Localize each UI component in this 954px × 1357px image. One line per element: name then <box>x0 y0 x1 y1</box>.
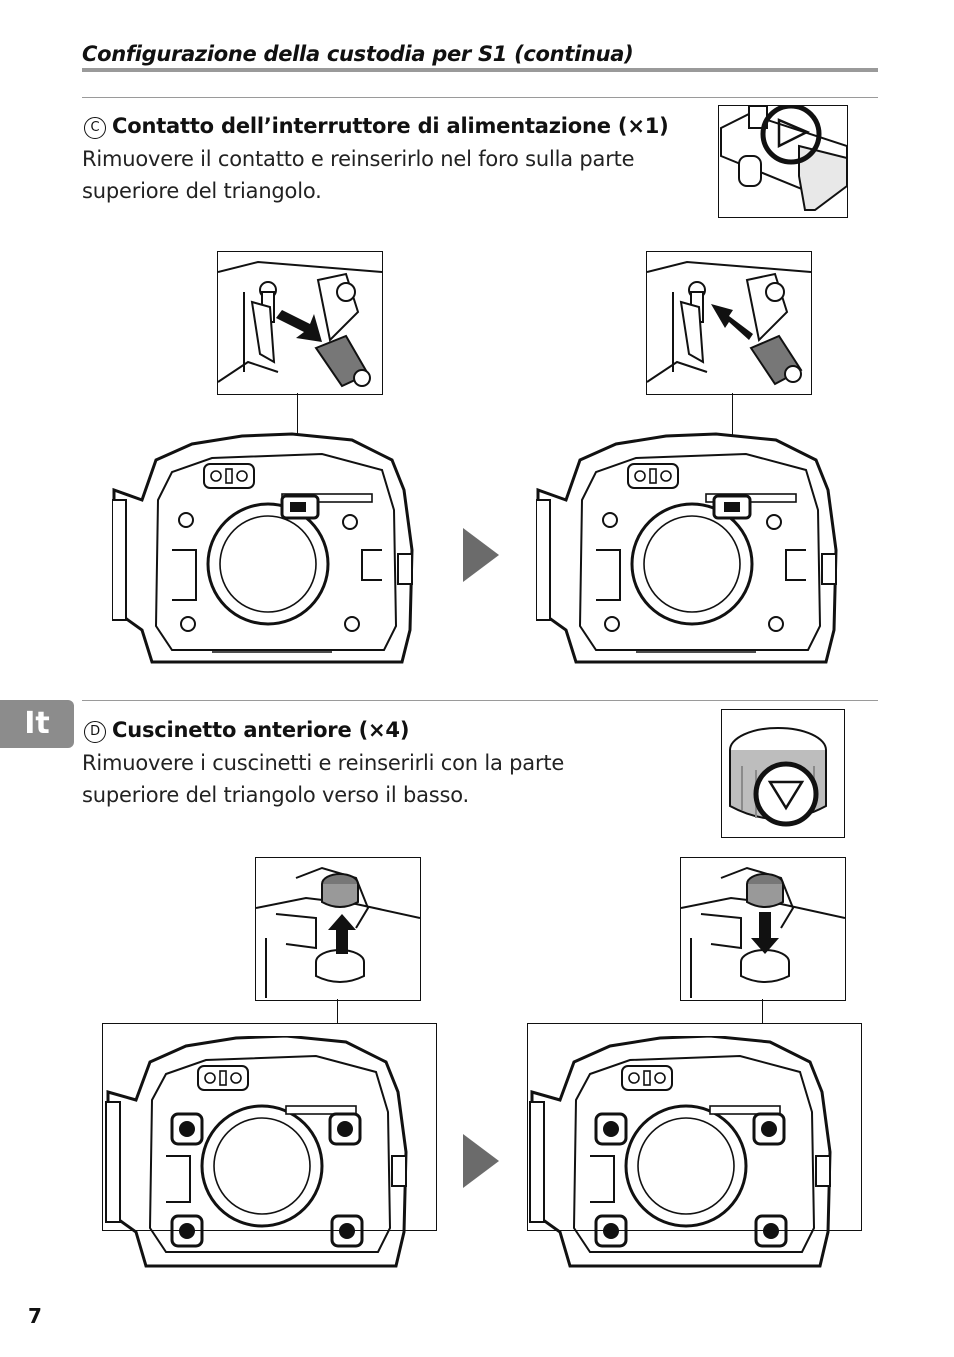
language-tab: It <box>0 700 74 748</box>
section-c-body-line2: superiore del triangolo. <box>82 179 322 203</box>
section-d-marker-icon: D <box>84 721 106 743</box>
section-c-title-text: Contatto dell’interruttore di alimentazi… <box>112 114 669 138</box>
housing-front-after <box>535 430 852 670</box>
page-header-title: Configurazione della custodia per S1 (co… <box>82 42 634 66</box>
section-c-body-line1: Rimuovere il contatto e reinserirlo nel … <box>82 147 635 171</box>
cushion-highlight-frame <box>102 1023 437 1231</box>
cushion-reinsert-zoom <box>680 857 846 1001</box>
cushion-removal-zoom <box>255 857 421 1001</box>
housing-cushions-before <box>96 1034 436 1272</box>
section-d-title-text: Cuscinetto anteriore (×4) <box>112 718 410 742</box>
section-d-body: Rimuovere i cuscinetti e reinserirli con… <box>82 747 564 811</box>
section-d-title: D Cuscinetto anteriore (×4) <box>84 718 409 743</box>
housing-cushions-after <box>520 1034 860 1272</box>
section-divider <box>82 700 878 701</box>
section-c-body: Rimuovere il contatto e reinserirlo nel … <box>82 143 635 207</box>
header-rule <box>82 68 878 72</box>
contact-removal-zoom <box>217 251 383 395</box>
step-arrow-icon <box>463 1134 499 1192</box>
section-d-body-line1: Rimuovere i cuscinetti e reinserirli con… <box>82 751 565 775</box>
contact-reinsert-zoom <box>646 251 812 395</box>
section-divider-top <box>82 97 878 98</box>
cushion-highlight-frame <box>527 1023 862 1231</box>
section-c-marker-icon: C <box>84 117 106 139</box>
leader-line <box>762 999 763 1023</box>
section-c-title: C Contatto dell’interruttore di alimentaz… <box>84 114 669 139</box>
leader-line <box>337 999 338 1023</box>
page-number: 7 <box>28 1304 42 1328</box>
housing-front-before <box>111 430 428 670</box>
step-arrow-icon <box>463 528 499 586</box>
cushion-detail-illustration <box>721 709 845 838</box>
contact-detail-illustration <box>718 105 848 218</box>
section-d-body-line2: superiore del triangolo verso il basso. <box>82 783 469 807</box>
